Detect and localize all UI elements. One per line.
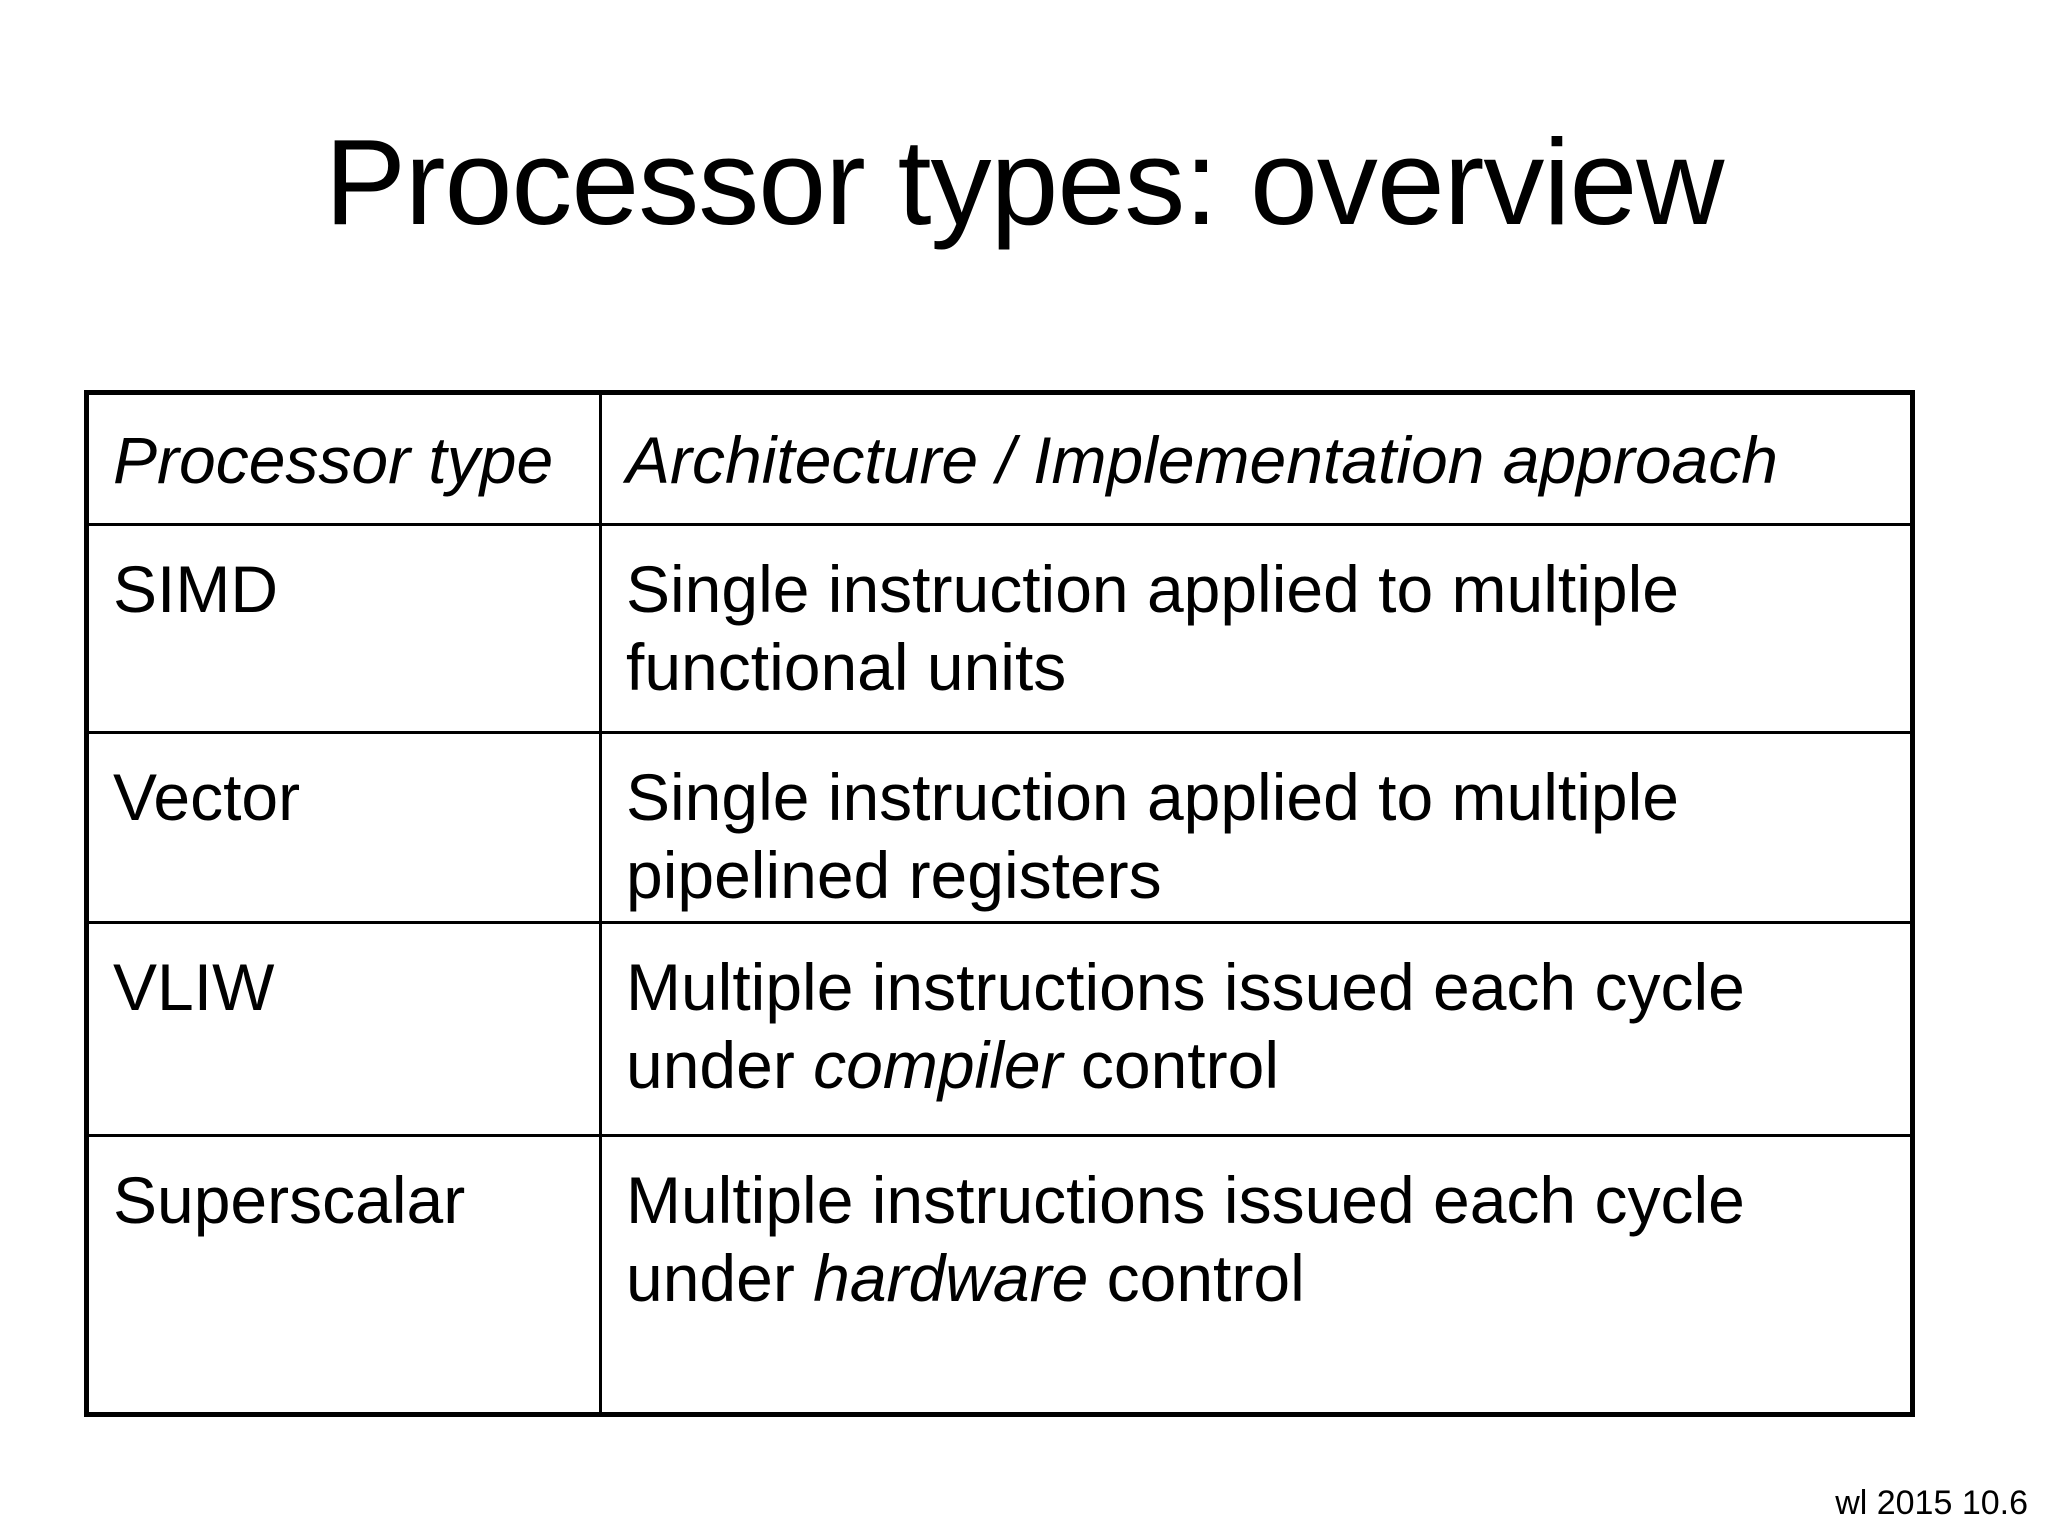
page-title: Processor types: overview xyxy=(324,114,1725,250)
processor-type-cell: Vector xyxy=(85,731,602,924)
description-text: pipelined registers xyxy=(626,838,1162,912)
description-text: Multiple instructions issued each cycle xyxy=(626,950,1745,1024)
processor-type-cell: VLIW xyxy=(85,921,602,1137)
table-header-row: Processor type Architecture / Implementa… xyxy=(85,391,1914,526)
processor-type-cell: Superscalar xyxy=(85,1134,602,1416)
emphasized-text: compiler xyxy=(813,1028,1063,1102)
footer-slide-id: wl 2015 10.6 xyxy=(1835,1484,2028,1523)
processor-types-table: Processor type Architecture / Implementa… xyxy=(84,390,1915,1417)
description-text: under xyxy=(626,1241,814,1315)
description-text: Single instruction applied to multiple xyxy=(626,552,1679,626)
column-header-architecture-approach: Architecture / Implementation approach xyxy=(599,391,1914,526)
column-header-processor-type: Processor type xyxy=(85,391,602,526)
description-text: functional units xyxy=(626,630,1067,704)
description-text: control xyxy=(1088,1241,1305,1315)
description-text: Multiple instructions issued each cycle xyxy=(626,1163,1745,1237)
description-text: control xyxy=(1062,1028,1279,1102)
emphasized-text: hardware xyxy=(813,1241,1089,1315)
processor-type-cell: SIMD xyxy=(85,523,602,734)
description-text: Single instruction applied to multiple xyxy=(626,760,1679,834)
description-text: under xyxy=(626,1028,814,1102)
